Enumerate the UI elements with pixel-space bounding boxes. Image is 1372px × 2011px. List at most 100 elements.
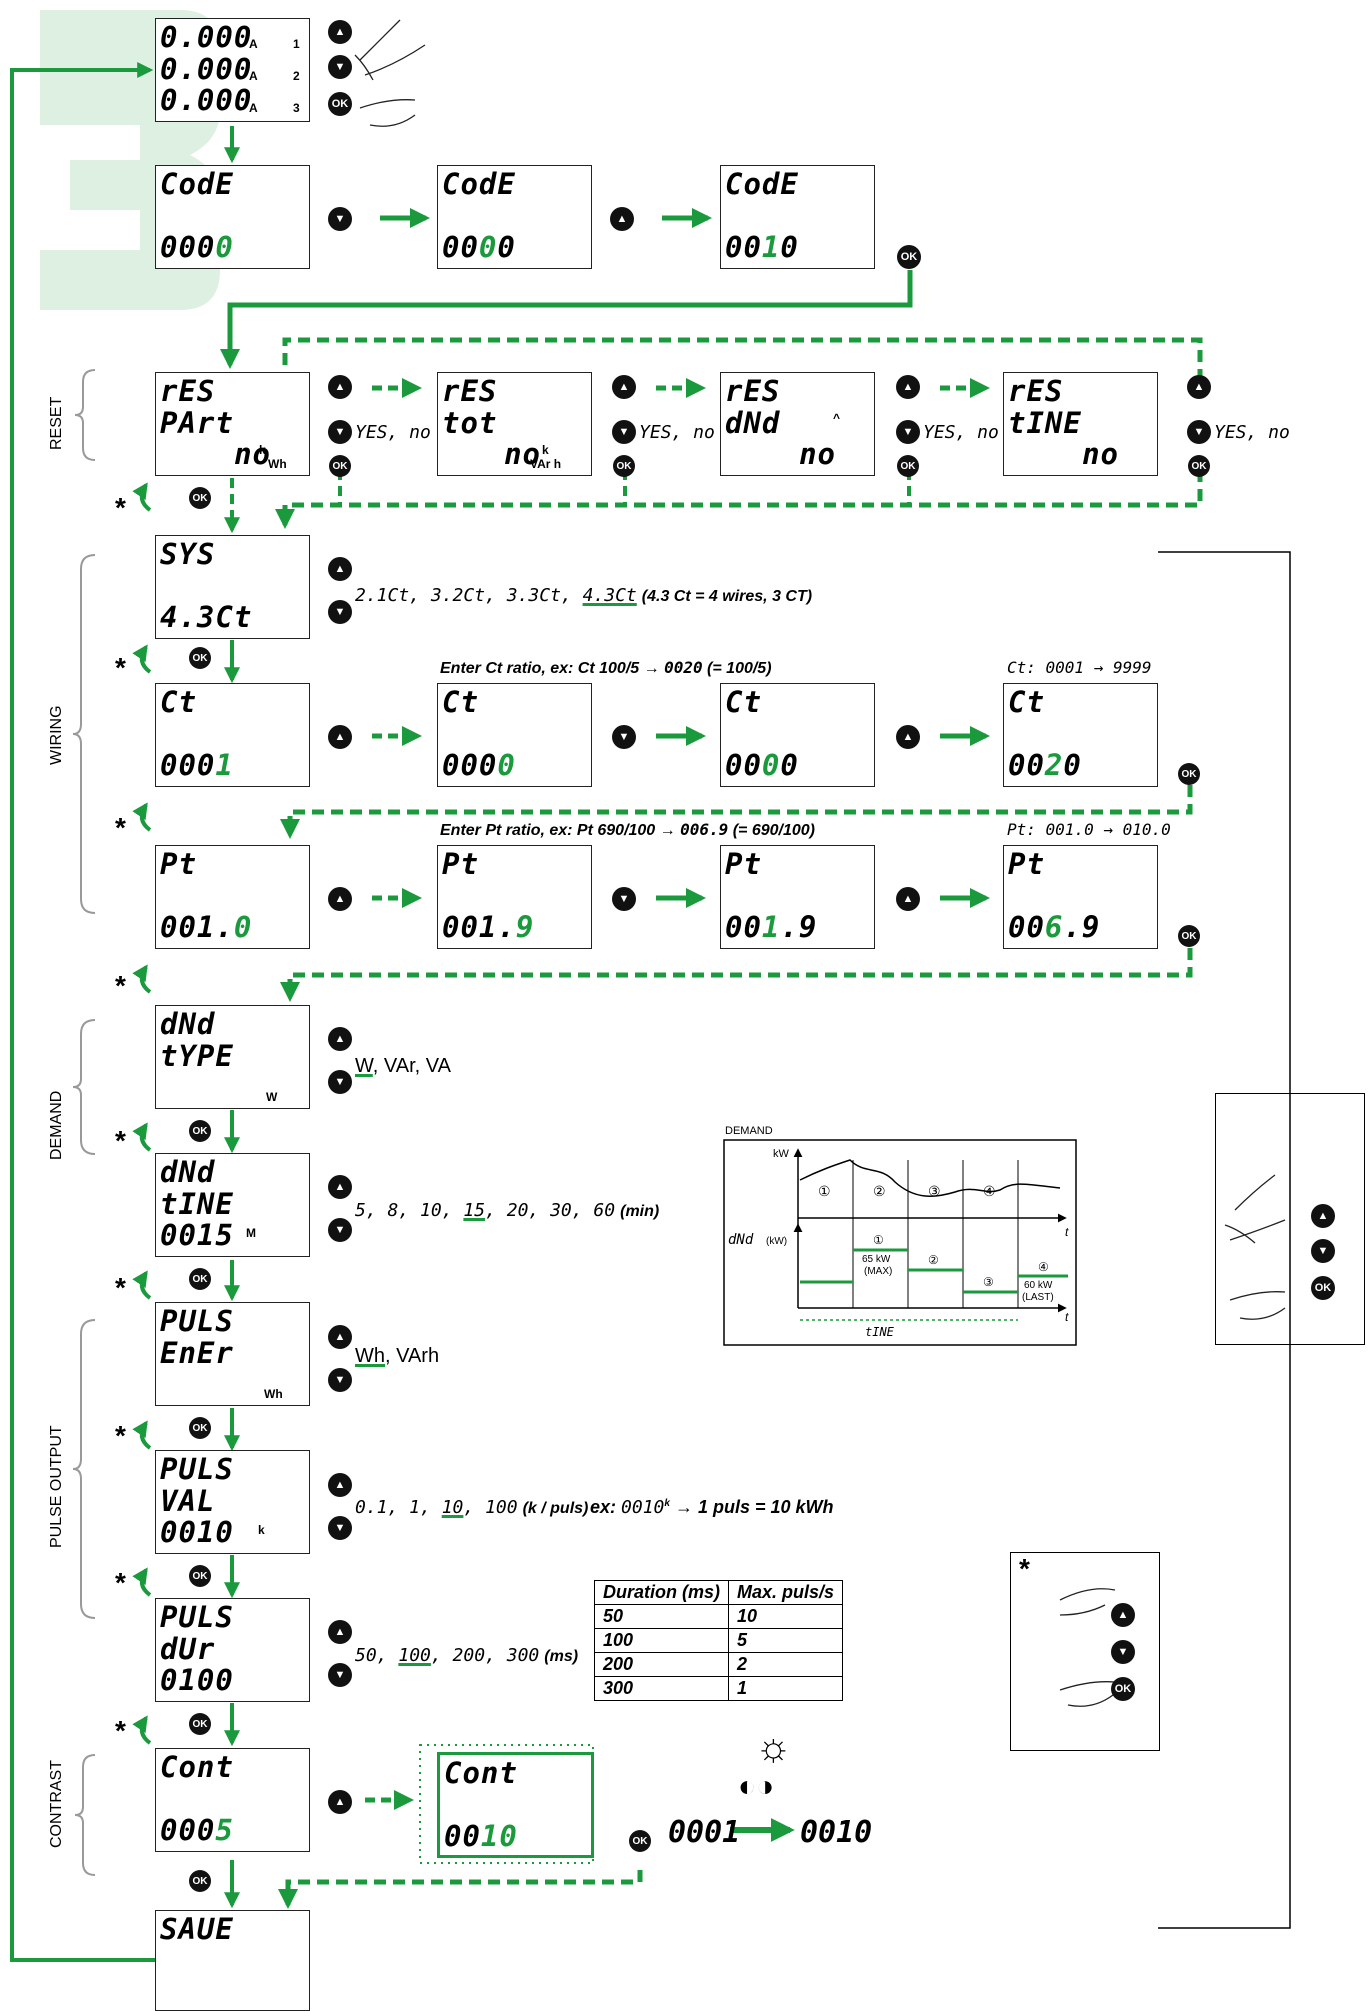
up-button[interactable]: ▲ — [328, 375, 352, 399]
lcd-line-2: tINE — [160, 1187, 234, 1221]
demand-chart — [723, 1139, 1077, 1346]
down-button[interactable]: ▼ — [328, 420, 352, 444]
last-value-label: 60 kW — [1024, 1280, 1053, 1291]
chart-y-bottom-label: dNd — [728, 1232, 754, 1248]
up-button[interactable]: ▲ — [1311, 1204, 1335, 1228]
up-button[interactable]: ▲ — [328, 887, 352, 911]
ok-button[interactable]: OK — [1178, 763, 1200, 785]
down-button[interactable]: ▼ — [328, 1516, 352, 1540]
blinking-digit: 9 — [515, 910, 535, 944]
up-button[interactable]: ▲ — [612, 375, 636, 399]
last-tag: (LAST) — [1022, 1292, 1054, 1303]
down-button[interactable]: ▼ — [328, 1218, 352, 1242]
lcd-pulse-duration: PULS dUr 0100 — [155, 1598, 310, 1702]
ok-button[interactable]: OK — [189, 1713, 211, 1735]
lcd-line-1: Pt — [1008, 847, 1045, 881]
down-button[interactable]: ▼ — [328, 207, 352, 231]
digits: 00 — [1008, 748, 1045, 782]
down-button[interactable]: ▼ — [1187, 420, 1211, 444]
pt-hint-equal: (= 690/100) — [732, 822, 815, 839]
ok-button[interactable]: OK — [329, 455, 351, 477]
ok-button[interactable]: OK — [629, 1830, 651, 1852]
up-button[interactable]: ▲ — [896, 725, 920, 749]
lcd-reset-demand: rES dNd no ^ — [720, 372, 875, 476]
chart-title: DEMAND — [725, 1125, 773, 1137]
lcd-line-1: Cont — [444, 1756, 518, 1790]
down-button[interactable]: ▼ — [612, 725, 636, 749]
ok-button[interactable]: OK — [1311, 1276, 1335, 1300]
up-button[interactable]: ▲ — [328, 1790, 352, 1814]
example-prefix: ex: — [590, 1497, 622, 1517]
down-button[interactable]: ▼ — [328, 1070, 352, 1094]
star-marker: * — [115, 1567, 126, 1598]
ok-button[interactable]: OK — [1188, 455, 1210, 477]
up-button[interactable]: ▲ — [896, 887, 920, 911]
ok-button[interactable]: OK — [328, 92, 352, 116]
yes-no-options: YES, no — [1214, 422, 1290, 443]
up-button[interactable]: ▲ — [1187, 375, 1211, 399]
up-button[interactable]: ▲ — [896, 375, 920, 399]
up-button[interactable]: ▲ — [328, 1620, 352, 1644]
lcd-line-1: 0.000 — [160, 20, 253, 54]
ct-hint-equal: (= 100/5) — [707, 660, 772, 677]
blinking-digit: 0 — [233, 910, 253, 944]
loop-back-line — [10, 62, 157, 1962]
chart-x-label: t — [1065, 1310, 1069, 1324]
ok-button[interactable]: OK — [897, 455, 919, 477]
ok-button[interactable]: OK — [189, 1417, 211, 1439]
lcd-ct-3: Ct 0000 — [720, 683, 875, 787]
down-button[interactable]: ▼ — [612, 887, 636, 911]
up-button[interactable]: ▲ — [328, 1175, 352, 1199]
lcd-line-1: Cont — [160, 1750, 234, 1784]
table-cell: 100 — [594, 1628, 729, 1653]
interval-3: ③ — [983, 1275, 994, 1289]
lcd-line-2: 0.000 — [160, 52, 253, 86]
ok-button[interactable]: OK — [1178, 925, 1200, 947]
down-button[interactable]: ▼ — [328, 55, 352, 79]
ok-button[interactable]: OK — [189, 647, 211, 669]
section-braces — [72, 369, 96, 1876]
unit-a: A — [249, 69, 258, 83]
up-button[interactable]: ▲ — [328, 557, 352, 581]
blinking-digit: 1 — [761, 910, 781, 944]
lcd-line-1: rES — [1008, 374, 1064, 408]
up-button[interactable]: ▲ — [328, 20, 352, 44]
ok-button[interactable]: OK — [189, 487, 211, 509]
ok-button[interactable]: OK — [189, 1268, 211, 1290]
up-button[interactable]: ▲ — [328, 1473, 352, 1497]
down-button[interactable]: ▼ — [1111, 1640, 1135, 1664]
options-list: , VAr, VA — [372, 1055, 451, 1077]
down-button[interactable]: ▼ — [328, 1663, 352, 1687]
down-button[interactable]: ▼ — [896, 420, 920, 444]
example-unit: k — [664, 1498, 670, 1509]
up-button[interactable]: ▲ — [328, 1325, 352, 1349]
ok-button[interactable]: OK — [613, 455, 635, 477]
options-list-post: , 200, 300 — [430, 1645, 540, 1666]
up-button[interactable]: ▲ — [328, 1027, 352, 1051]
lcd-line-3: 0010 — [160, 1515, 234, 1549]
default-option: Wh — [355, 1345, 385, 1367]
ok-button[interactable]: OK — [189, 1120, 211, 1142]
unit: VAr h — [530, 457, 562, 471]
up-button[interactable]: ▲ — [328, 725, 352, 749]
options-list: 0.1, 1, — [355, 1497, 442, 1518]
lcd-line-1: Pt — [160, 847, 197, 881]
down-button[interactable]: ▼ — [328, 1368, 352, 1392]
up-button[interactable]: ▲ — [610, 207, 634, 231]
lcd-save: SAUE — [155, 1910, 310, 2011]
up-button[interactable]: ▲ — [1111, 1603, 1135, 1627]
options-list: 50, — [355, 1645, 399, 1666]
unit: M — [246, 1226, 256, 1240]
ok-button[interactable]: OK — [1111, 1677, 1135, 1701]
down-button[interactable]: ▼ — [1311, 1239, 1335, 1263]
ok-button[interactable]: OK — [189, 1870, 211, 1892]
down-button[interactable]: ▼ — [612, 420, 636, 444]
unit: k — [258, 1523, 265, 1537]
ok-button[interactable]: OK — [189, 1565, 211, 1587]
down-button[interactable]: ▼ — [328, 600, 352, 624]
options-list: 5, 8, 10, — [355, 1200, 464, 1221]
digits: 00 — [444, 1819, 481, 1853]
ok-button[interactable]: OK — [897, 245, 921, 269]
